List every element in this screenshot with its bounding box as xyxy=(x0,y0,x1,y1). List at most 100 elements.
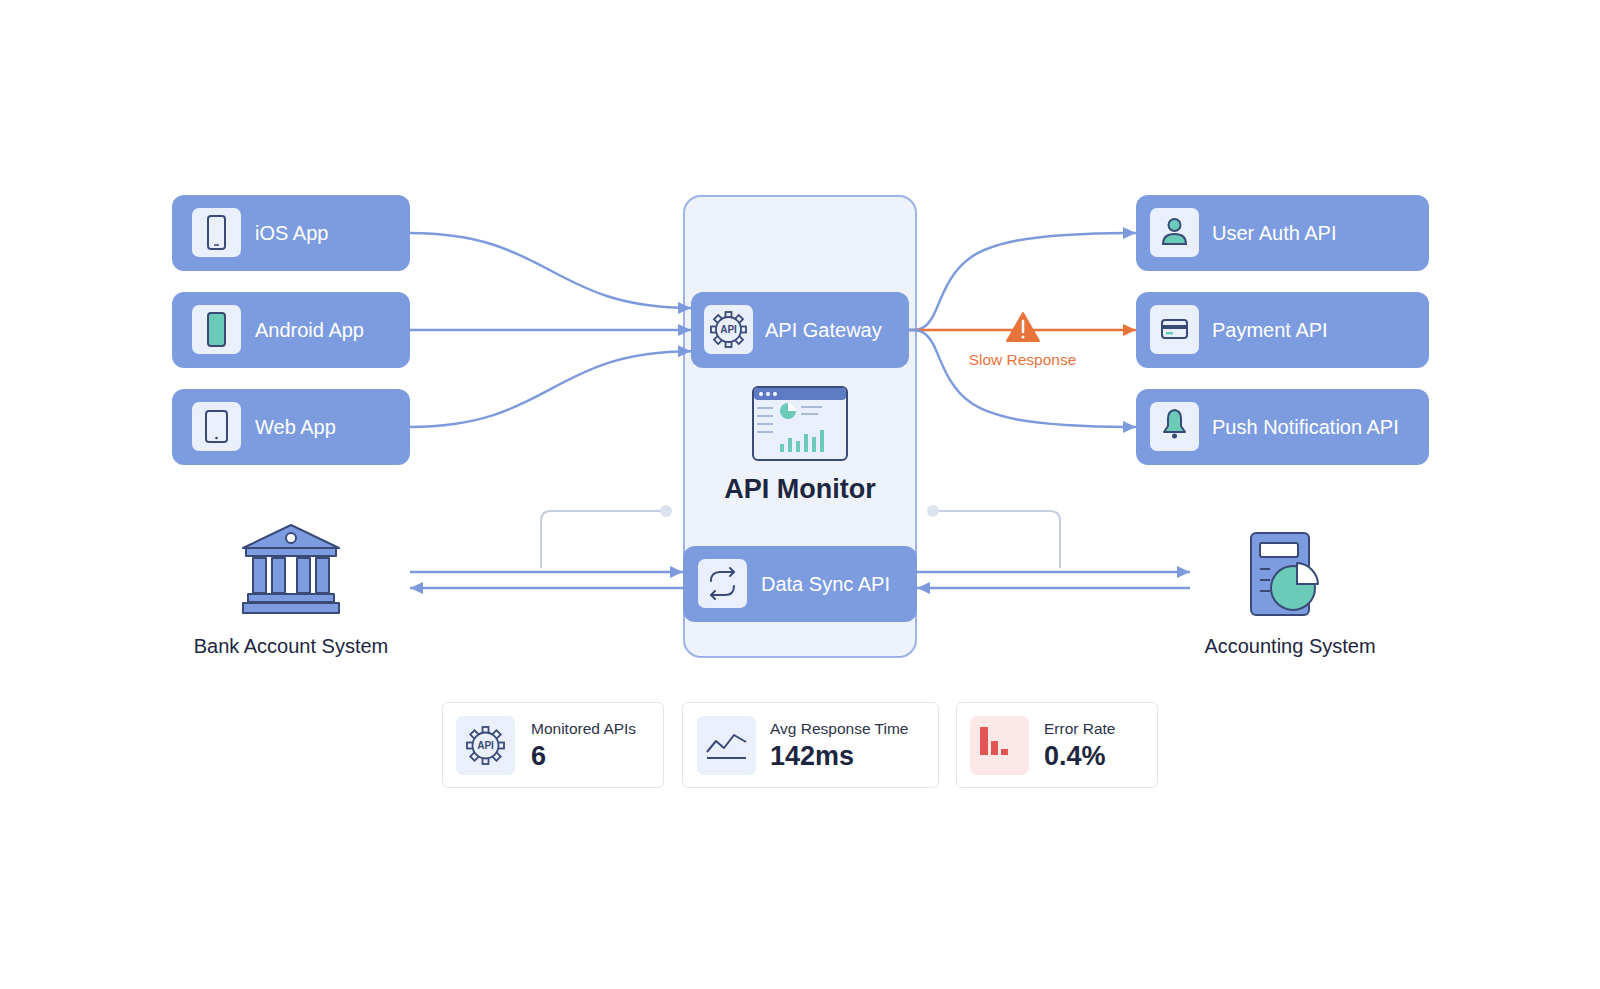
document-icon xyxy=(1260,543,1298,557)
icon-tile xyxy=(192,208,241,257)
pie-icon xyxy=(780,403,796,419)
trend-icon xyxy=(707,757,746,759)
window-dot xyxy=(759,392,763,396)
list-line xyxy=(801,406,822,408)
card-icon xyxy=(1162,325,1187,329)
system-label: Accounting System xyxy=(1190,634,1390,658)
bank-column xyxy=(316,558,329,593)
icon-tile xyxy=(697,716,756,775)
monitor-window xyxy=(753,387,847,460)
bank-beam xyxy=(246,548,336,556)
card-icon xyxy=(1166,332,1173,335)
user-icon xyxy=(1163,234,1186,244)
system-label: Bank Account System xyxy=(172,634,410,658)
bank-column xyxy=(297,558,310,593)
bell-icon xyxy=(1164,410,1185,432)
icon-tile xyxy=(704,305,753,354)
trend-icon xyxy=(707,735,746,752)
box-label: Android App xyxy=(255,319,364,342)
error-bar xyxy=(991,741,998,755)
leader-line xyxy=(933,511,1060,568)
phone-icon xyxy=(208,313,225,346)
flow-connector xyxy=(410,571,683,574)
warning-icon xyxy=(1022,321,1025,332)
edge-label: Slow Response xyxy=(969,351,1077,369)
tablet-icon xyxy=(215,437,218,440)
bank-icon xyxy=(243,525,339,613)
pie-icon xyxy=(1297,563,1318,584)
bar-icon xyxy=(820,430,824,452)
leader-line xyxy=(541,511,666,568)
icon-tile xyxy=(192,305,241,354)
bell-icon xyxy=(1172,434,1177,439)
icon-tile xyxy=(698,559,747,608)
bar-icon xyxy=(788,438,792,452)
icon-tile xyxy=(456,716,515,775)
error-bar xyxy=(980,727,988,755)
phone-icon xyxy=(208,216,225,249)
window-dot xyxy=(766,392,770,396)
error-bar xyxy=(1001,749,1008,755)
flow-connector xyxy=(410,329,691,332)
phone-icon xyxy=(214,244,219,246)
bank-base xyxy=(248,594,334,602)
flow-connector xyxy=(917,571,1190,574)
flow-connector xyxy=(917,587,1190,590)
leader-dot xyxy=(660,505,672,517)
list-line xyxy=(757,431,773,433)
bank-base xyxy=(243,603,339,613)
warning-icon xyxy=(1022,336,1025,339)
gear-body xyxy=(716,317,741,342)
icon-tile xyxy=(1150,402,1199,451)
user-icon xyxy=(1169,219,1181,231)
sync-icon xyxy=(711,568,734,599)
bank-column xyxy=(272,558,285,593)
bank-column xyxy=(253,558,266,593)
monitor-bar xyxy=(754,388,846,400)
gear-icon xyxy=(467,727,504,764)
flow-connector xyxy=(410,587,683,590)
document-line xyxy=(1260,568,1270,570)
bar-icon xyxy=(780,444,784,452)
flow-connector xyxy=(410,233,691,308)
document-line xyxy=(1260,579,1270,581)
box-label: User Auth API xyxy=(1212,222,1337,245)
window-dot xyxy=(773,392,777,396)
bar-icon xyxy=(812,437,816,452)
flow-connector xyxy=(410,351,691,427)
card-icon xyxy=(1162,320,1187,338)
icon-tile xyxy=(970,716,1029,775)
box-label: Web App xyxy=(255,416,336,439)
stat-value: 142ms xyxy=(770,741,854,771)
list-line xyxy=(801,413,818,415)
list-line xyxy=(757,415,773,417)
bank-roof xyxy=(243,525,339,548)
stat-value: 0.4% xyxy=(1044,741,1106,771)
box-label: iOS App xyxy=(255,222,328,245)
list-line xyxy=(757,407,773,409)
tablet-icon xyxy=(206,411,227,442)
stat-label: Monitored APIs xyxy=(531,720,636,738)
sync-arrow xyxy=(730,568,734,576)
icon-tile xyxy=(192,402,241,451)
leader-dot xyxy=(927,505,939,517)
icon-label: API xyxy=(477,740,494,752)
bar-icon xyxy=(804,434,808,452)
sync-arrow xyxy=(711,591,715,599)
box-label: API Gateway xyxy=(765,319,882,342)
icon-label: API xyxy=(720,324,737,336)
gear-body xyxy=(473,733,499,759)
stat-label: Error Rate xyxy=(1044,720,1116,738)
box-label: Data Sync API xyxy=(761,573,890,596)
pie-icon xyxy=(788,403,796,411)
warning-icon xyxy=(1007,313,1039,341)
box-label: Push Notification API xyxy=(1212,416,1399,439)
stat-value: 6 xyxy=(531,741,546,771)
gear-icon xyxy=(711,312,746,347)
icon-tile xyxy=(1150,305,1199,354)
icon-tile xyxy=(1150,208,1199,257)
accounting-icon xyxy=(1251,533,1318,615)
panel-title: API Monitor xyxy=(685,474,915,504)
stat-label: Avg Response Time xyxy=(770,720,908,738)
bank-roof xyxy=(286,533,296,543)
